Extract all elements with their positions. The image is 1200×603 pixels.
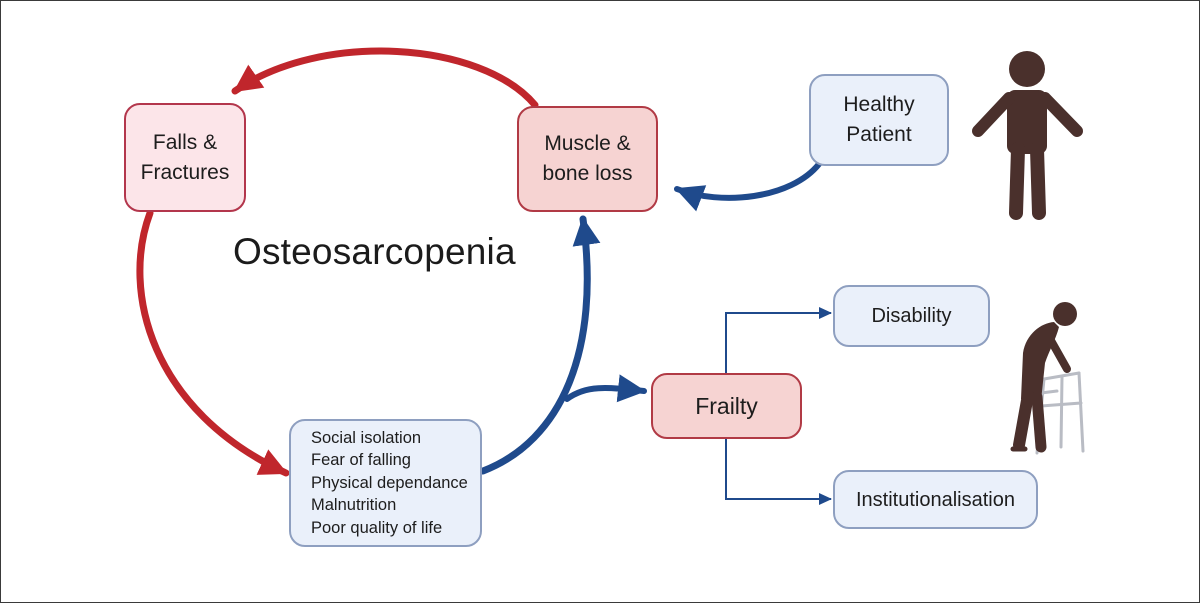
elderly-person-with-walker-icon <box>1010 302 1085 455</box>
muscle-and-bone-loss-node: Muscle & bone loss <box>517 106 658 212</box>
arrow-frailty-to-institutionalisation <box>725 439 832 505</box>
disability-node: Disability <box>833 285 990 347</box>
consequence-item: Fear of falling <box>311 451 411 470</box>
healthy-line-1: Healthy <box>843 93 915 116</box>
institutionalisation-node: Institutionalisation <box>833 470 1038 529</box>
arrow-falls-to-consequences <box>136 209 290 477</box>
arrow-consequences-to-muscle <box>479 215 601 475</box>
consequence-item: Poor quality of life <box>311 518 443 537</box>
falls-and-fractures-node: Falls & Fractures <box>124 103 246 212</box>
institutionalisation-label: Institutionalisation <box>856 488 1015 511</box>
consequence-item: Malnutrition <box>311 496 397 515</box>
muscle-line-2: bone loss <box>542 162 633 185</box>
falls-line-2: Fractures <box>140 160 230 184</box>
frailty-label: Frailty <box>695 393 758 419</box>
frailty-node: Frailty <box>651 373 802 439</box>
disability-label: Disability <box>871 305 952 327</box>
consequence-item: Physical dependance <box>311 473 468 492</box>
arrow-frailty-to-disability <box>725 307 832 373</box>
healthy-patient-node: Healthy Patient <box>809 74 949 166</box>
arrow-to-frailty <box>564 374 647 403</box>
arrow-healthy-to-muscle <box>674 161 822 212</box>
consequence-item: Social isolation <box>311 428 422 447</box>
falls-line-1: Falls & <box>152 130 218 154</box>
diagram-title: Osteosarcopenia <box>233 231 516 272</box>
healthy-person-icon <box>972 51 1083 220</box>
healthy-line-2: Patient <box>846 123 912 146</box>
consequences-node: Social isolation Fear of falling Physica… <box>289 419 482 547</box>
arrow-muscle-to-falls <box>231 47 539 109</box>
muscle-line-1: Muscle & <box>544 132 631 155</box>
